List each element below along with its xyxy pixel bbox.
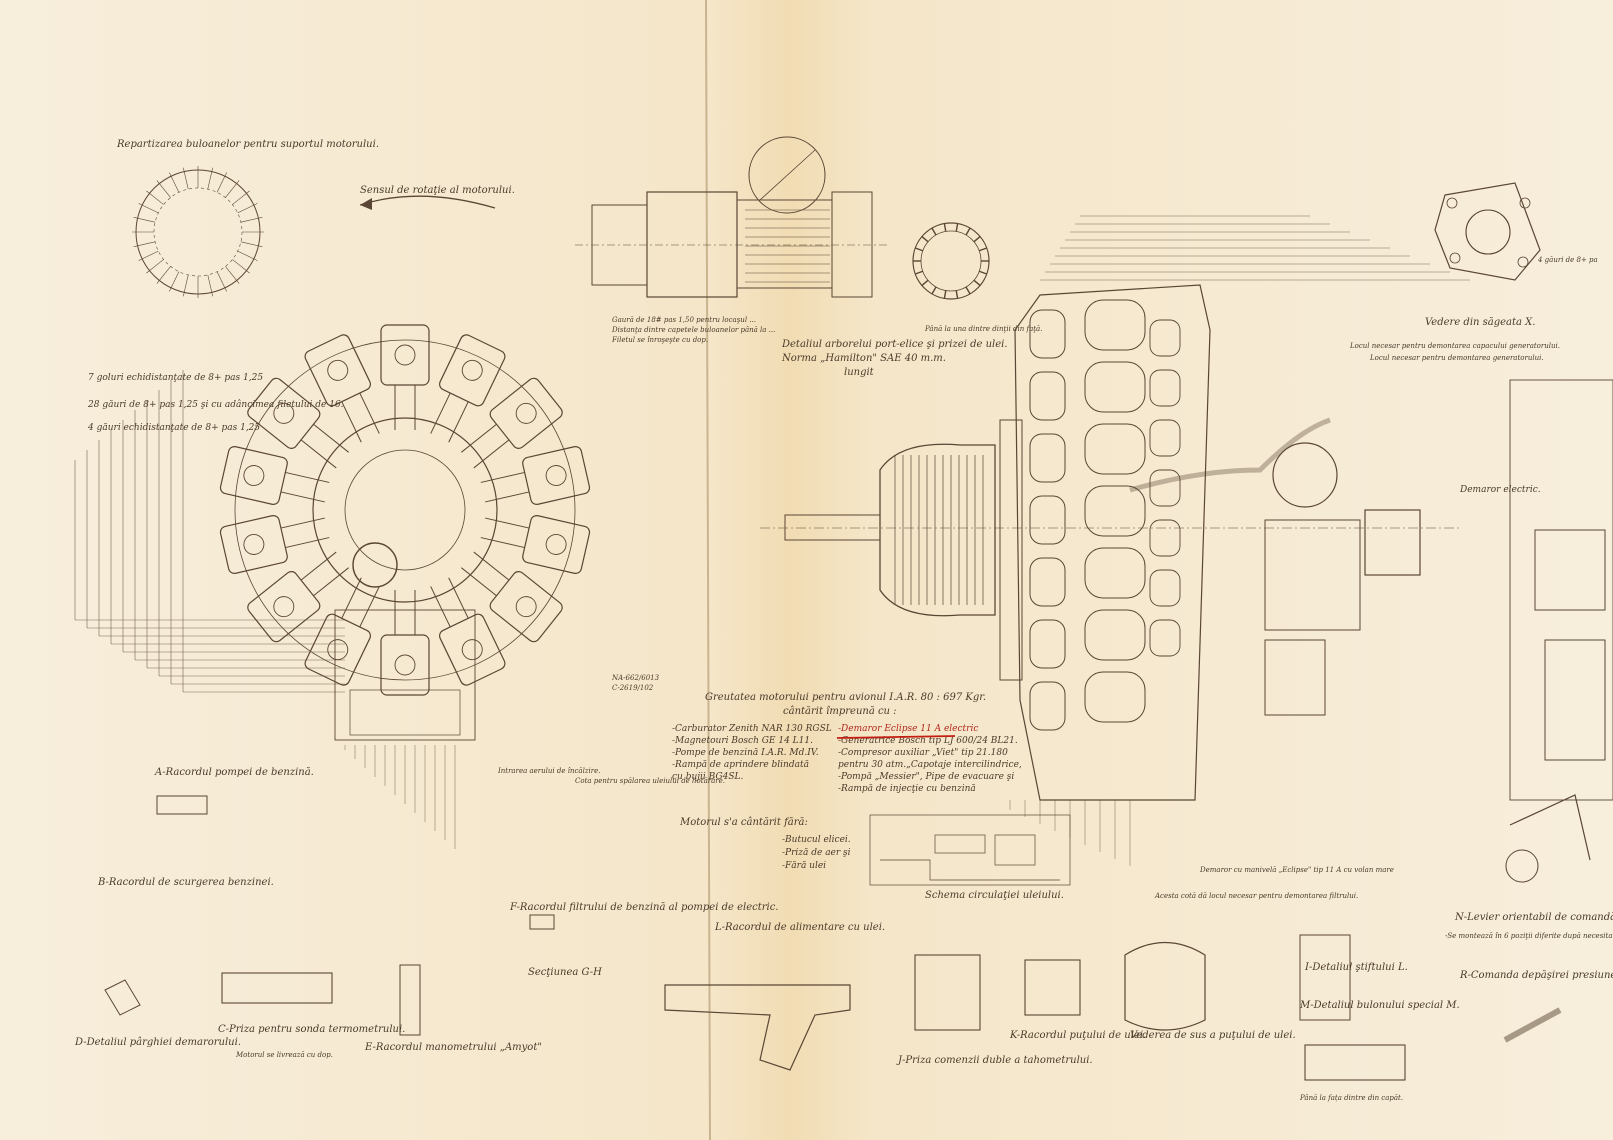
weighed-without-list: -Butucul elicei. -Priză de aer şi -Fără ul… bbox=[782, 835, 851, 871]
cylinder-4 bbox=[480, 515, 591, 574]
red-underline bbox=[836, 735, 956, 739]
with-right-item-5: -Rampă de injecţie cu benzină bbox=[838, 783, 976, 794]
dimension-lines-left bbox=[74, 370, 456, 849]
weighed-with-list-left: -Carburator Zenith NAR 130 RGSL -Magnetou… bbox=[672, 724, 832, 782]
bolt-pattern-diagram bbox=[132, 166, 264, 298]
detail-top-view: Vederea de sus a puţului de ulei. bbox=[1130, 1030, 1296, 1041]
with-right-item-2: -Compresor auxiliar „Viet" tip 21.180 bbox=[838, 748, 1008, 758]
with-right-item-1: -Generatrice Bosch tip LJ 600/24 BL21. bbox=[838, 736, 1018, 746]
view-x-note-2: Locul necesar pentru demontarea generato… bbox=[1369, 354, 1544, 362]
view-x-note-1: Locul necesar pentru demontarea capaculu… bbox=[1349, 342, 1560, 350]
without-item-1: -Priză de aer şi bbox=[782, 847, 851, 858]
cylinder-1 bbox=[430, 334, 506, 443]
with-right-item-0: -Demaror Eclipse 11 A electric bbox=[838, 724, 978, 734]
with-left-item-2: -Pompe de benzină I.A.R. Md.IV. bbox=[672, 747, 819, 758]
left-note-2: 28 găuri de 8+ pas 1,25 şi cu adâncimea … bbox=[87, 399, 344, 410]
weighed-with-list-right: -Demaror Eclipse 11 A electric -Generatri… bbox=[838, 724, 1022, 794]
small-note-air: Intrarea aerului de încălzire. bbox=[497, 767, 600, 775]
holes-note: 4 găuri de 8+ pa bbox=[1537, 256, 1598, 264]
cylinder-10 bbox=[219, 515, 330, 574]
small-note-face: Până la fața dintre din capăt. bbox=[1299, 1094, 1403, 1102]
detail-d: D-Detaliul pârghiei demarorului. bbox=[74, 1037, 241, 1048]
propeller-shaft-detail bbox=[575, 136, 890, 298]
weight-title: Greutatea motorului pentru avionul I.A.R… bbox=[705, 692, 986, 703]
detail-n: N-Levier orientabil de comandă a gazelor… bbox=[1454, 912, 1613, 923]
fold-line bbox=[705, 0, 711, 1140]
spline-wheel-detail bbox=[912, 222, 990, 300]
with-left-item-1: -Magnetouri Bosch GE 14 L11. bbox=[672, 736, 813, 746]
left-note-3: 4 găuri echidistanţate de 8+ pas 1,25 bbox=[87, 422, 260, 433]
shaft-title: Detaliul arborelui port-elice şi prizei … bbox=[781, 339, 1008, 350]
detail-b: B-Racordul de scurgerea benzinei. bbox=[97, 877, 274, 888]
shaft-note-1: Gaură de 18# pas 1,50 pentru locaşul ... bbox=[612, 316, 756, 324]
with-left-item-4: cu bujii BG4SL. bbox=[672, 772, 744, 782]
cylinder-9 bbox=[247, 551, 350, 643]
cylinder-12 bbox=[247, 377, 350, 469]
spline-note: Până la una dintre dinţii din faţă. bbox=[924, 325, 1042, 333]
with-right-item-4: -Pompă „Messier", Pipe de evacuare şi bbox=[838, 771, 1014, 782]
view-x-detail bbox=[1434, 182, 1541, 281]
engine-partial-view-right bbox=[1509, 379, 1613, 801]
weight-subtitle: cântărit împreună cu : bbox=[783, 706, 897, 717]
detail-a: A-Racordul pompei de benzină. bbox=[154, 767, 314, 778]
cylinder-5 bbox=[460, 551, 563, 643]
cylinder-2 bbox=[460, 377, 563, 469]
detail-l: L-Racordul de alimentare cu ulei. bbox=[714, 922, 885, 933]
with-left-item-0: -Carburator Zenith NAR 130 RGSL bbox=[672, 724, 832, 734]
detail-n-note: -Se montează în 6 poziţii diferite după … bbox=[1445, 932, 1613, 940]
cylinder-8 bbox=[304, 577, 380, 686]
cylinder-6 bbox=[430, 577, 506, 686]
shaft-norm: Norma „Hamilton" SAE 40 m.m. bbox=[781, 353, 946, 364]
rotation-title: Sensul de rotaţie al motorului. bbox=[360, 185, 515, 196]
cylinder-0 bbox=[380, 324, 430, 430]
filter-note: Acesta cotă dă locul necesar pentru demo… bbox=[1154, 892, 1358, 900]
cylinder-11 bbox=[219, 446, 330, 505]
cylinder-3 bbox=[480, 446, 591, 505]
small-part-details bbox=[104, 794, 1591, 1081]
shaft-note-2: Distanţa dintre capetele buloanelor până… bbox=[611, 326, 775, 334]
radial-engine-front-view bbox=[219, 324, 591, 741]
rotation-arrow bbox=[359, 195, 496, 209]
detail-c: C-Priza pentru sonda termometrului. bbox=[218, 1024, 405, 1035]
oil-schema-title: Schema circulaţiei uleiului. bbox=[925, 890, 1064, 901]
detail-f: F-Racordul filtrului de benzină al pompe… bbox=[509, 902, 779, 913]
detail-j: J-Priza comenzii duble a tahometrului. bbox=[896, 1055, 1093, 1066]
bolts-title: Repartizarea buloanelor pentru suportul … bbox=[116, 139, 379, 150]
detail-r: R-Comanda depăşirei presiunei normale de… bbox=[1459, 970, 1613, 981]
rotation-arrowhead bbox=[360, 198, 372, 210]
detail-gh: Secţiunea G-H bbox=[528, 967, 602, 978]
starter-note: Demaror cu manivelă „Eclipse" tip 11 A c… bbox=[1199, 866, 1394, 874]
engine-side-view bbox=[760, 215, 1470, 866]
view-x-title: Vedere din săgeata X. bbox=[1425, 317, 1535, 328]
small-note-oil: Cota pentru spălarea uleiului de hotărâr… bbox=[575, 777, 725, 785]
starter-label: Demaror electric. bbox=[1459, 485, 1541, 495]
detail-c-note: Motorul se livrează cu dop. bbox=[235, 1051, 333, 1059]
shaft-norm-2: lungit bbox=[844, 367, 875, 378]
tag-ni: NA-662/6013 bbox=[611, 674, 660, 682]
without-title: Motorul s'a cântărit fără: bbox=[679, 817, 808, 828]
without-item-0: -Butucul elicei. bbox=[782, 835, 851, 845]
left-note-1: 7 goluri echidistanţate de 8+ pas 1,25 bbox=[88, 373, 263, 383]
detail-m: M-Detaliul bulonului special M. bbox=[1299, 1000, 1460, 1011]
cylinder-7 bbox=[380, 590, 430, 696]
with-right-item-3: pentru 30 atm.„Capotaje intercilindrice, bbox=[838, 760, 1022, 770]
without-item-2: -Fără ulei bbox=[782, 860, 826, 871]
oil-circulation-schema bbox=[869, 814, 1071, 886]
detail-e: E-Racordul manometrului „Amyot" bbox=[364, 1042, 542, 1053]
with-left-item-3: -Rampă de aprindere blindată bbox=[672, 759, 809, 770]
tag-c: C-2619/102 bbox=[612, 684, 654, 692]
detail-k: K-Racordul puţului de ulei. bbox=[1009, 1030, 1146, 1041]
cylinder-13 bbox=[304, 334, 380, 443]
detail-i: I-Detaliul ştiftului L. bbox=[1304, 962, 1408, 973]
shaft-note-3: Filetul se înroşeşte cu dop. bbox=[611, 336, 708, 344]
